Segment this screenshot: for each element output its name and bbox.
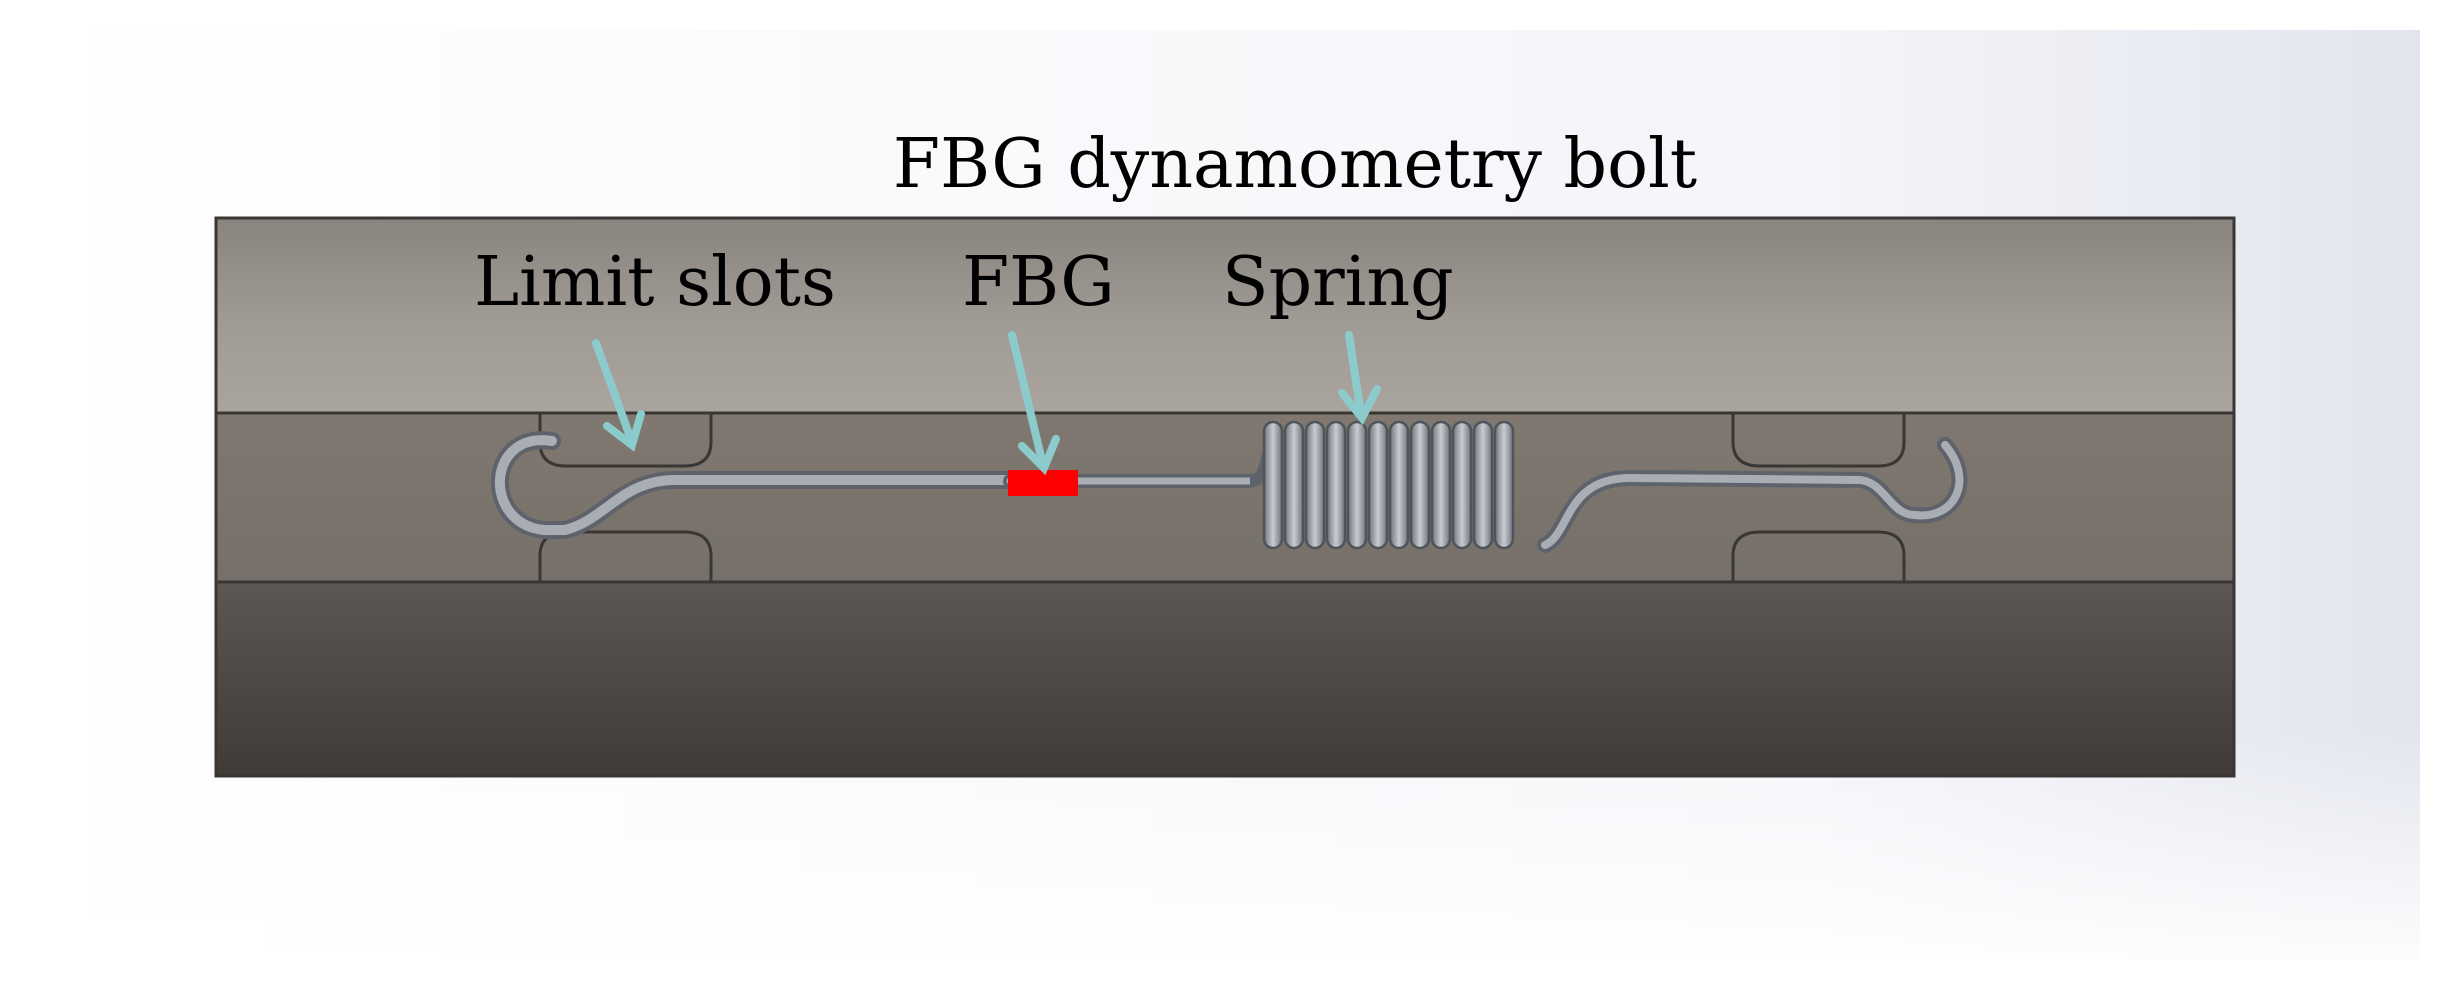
- label-limit-slots: Limit slots: [474, 243, 836, 322]
- label-spring: Spring: [1222, 243, 1454, 322]
- arrow-limit-slots: [592, 339, 645, 452]
- limit-slot-left: [538, 413, 713, 582]
- arrow-fbg: [1008, 331, 1060, 476]
- limit-slot-right: [1731, 413, 1906, 582]
- spring-turn: [1409, 420, 1431, 550]
- spring-turn: [1283, 420, 1305, 550]
- spring-turn: [1325, 420, 1347, 550]
- spring-turn: [1472, 420, 1494, 550]
- spring-turn: [1388, 420, 1410, 550]
- spring-turn: [1430, 420, 1452, 550]
- spring-coil: [1249, 420, 1515, 550]
- right-wire: [1537, 437, 1968, 553]
- spring-turn: [1367, 420, 1389, 550]
- spring-turn: [1262, 420, 1284, 550]
- spring-turn: [1346, 420, 1368, 550]
- label-fbg: FBG: [962, 243, 1115, 322]
- fbg-marker: [1008, 470, 1078, 496]
- spring-turn: [1451, 420, 1473, 550]
- bolt-bottom-layer: [214, 580, 2236, 778]
- arrow-spring: [1338, 331, 1381, 426]
- spring-turn: [1493, 420, 1515, 550]
- spring-turn: [1304, 420, 1326, 550]
- diagram-title: FBG dynamometry bolt: [893, 125, 1697, 204]
- callout-arrows: [592, 331, 1381, 476]
